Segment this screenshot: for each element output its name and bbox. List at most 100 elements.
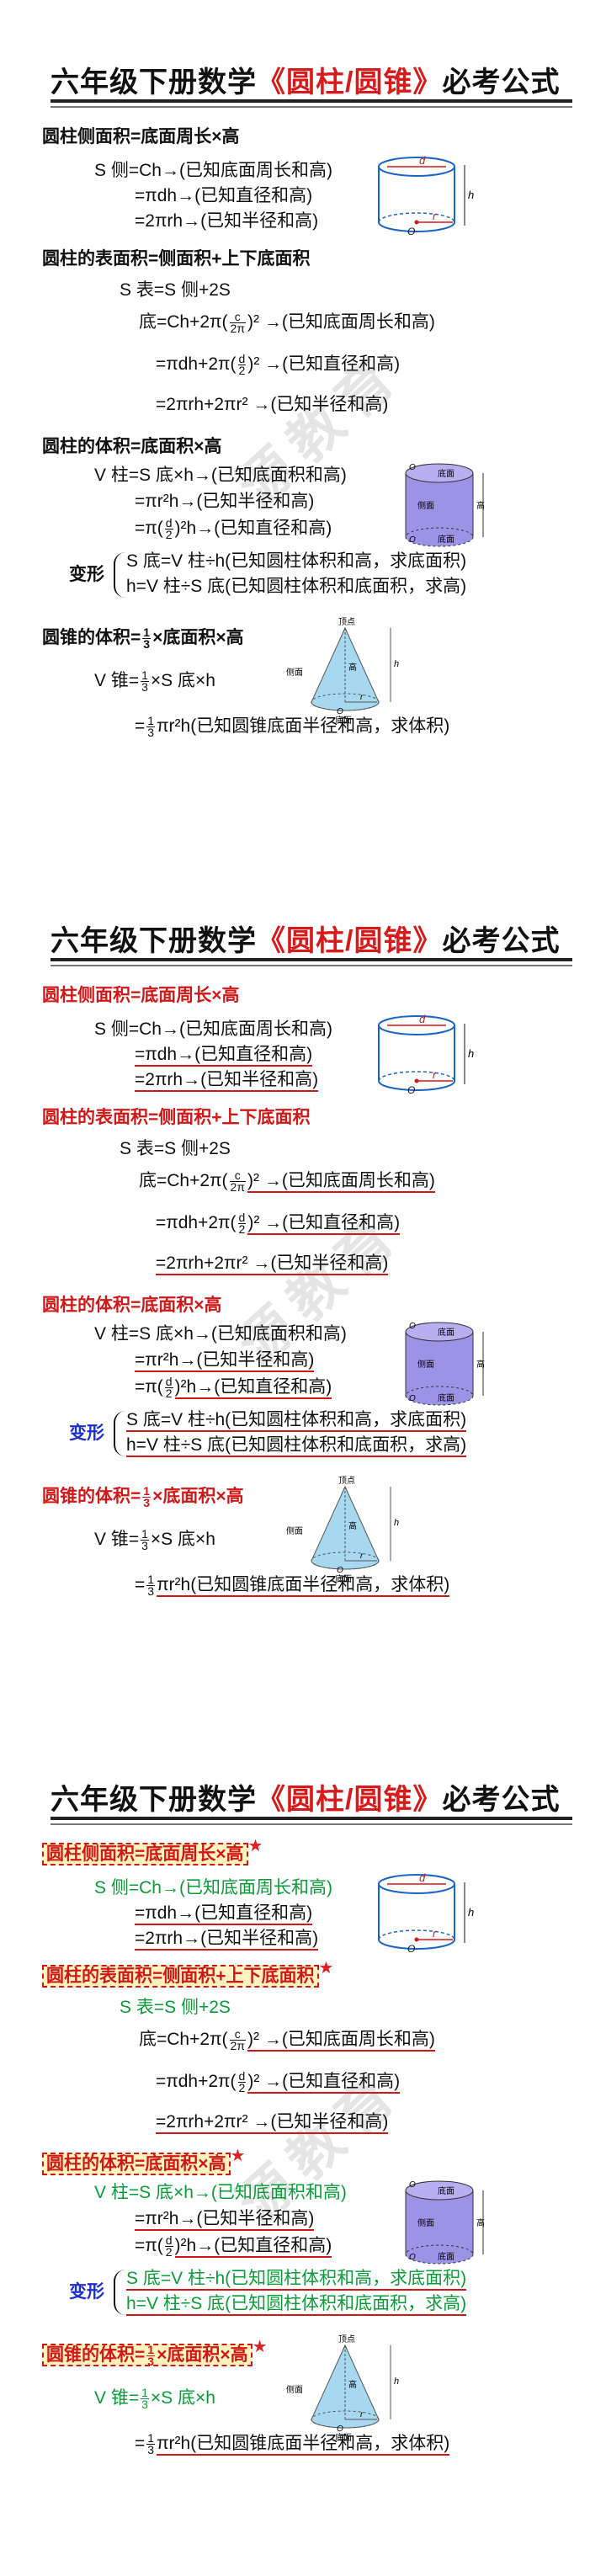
surface-formula-3: =2πrh+2πr² →(已知半径和高): [156, 2111, 389, 2134]
height-label: h: [468, 189, 474, 201]
side-formula-2: =πdh→(已知直径和高): [135, 186, 313, 205]
svg-text:底面: 底面: [438, 2251, 454, 2262]
volume-formula-1: V 柱=S 底×h→(已知底面积和高): [94, 1324, 347, 1344]
svg-text:底面: 底面: [335, 2432, 352, 2441]
svg-text:O: O: [337, 1566, 343, 1575]
svg-text:O: O: [337, 707, 343, 716]
cylinder-figure-1: d r O h: [378, 1013, 474, 1096]
svg-text:高: 高: [348, 2379, 357, 2390]
surface-formula-3: =2πrh+2πr² →(已知半径和高): [156, 395, 389, 414]
cone-figure: 顶点 高 侧面 O r 底面 h: [286, 2334, 399, 2441]
svg-text:h: h: [394, 1518, 399, 1528]
cylinder-figure-1: d r O h: [378, 1871, 474, 1955]
cylinder-figure-2: O 底面 侧面 O 底面 高: [405, 463, 485, 547]
transform-formula-1: S 底=V 柱÷h(已知圆柱体积和高，求底面积): [126, 551, 467, 571]
svg-text:高: 高: [348, 1520, 357, 1531]
surface-area-label: 圆柱的表面积=侧面积+上下底面积: [42, 1108, 311, 1127]
transform-formula-2: h=V 柱÷S 底(已知圆柱体积和底面积，求高): [126, 577, 467, 596]
radius-label: r: [433, 1927, 437, 1940]
base-label: 底面: [438, 1327, 454, 1338]
cylinder-figure-2: O 底面 侧面 O 底面 高: [405, 2180, 485, 2265]
volume-label: 圆柱的体积=底面积×高: [42, 1296, 222, 1315]
center-label: O: [407, 226, 415, 237]
side-formula-2: =πdh→(已知直径和高): [135, 1044, 313, 1067]
height-cn-label: 高: [476, 1359, 485, 1370]
surface-formula-0: S 表=S 侧+2S: [120, 1139, 231, 1158]
transform-label: 变形: [69, 1424, 104, 1443]
side-formula-3: =2πrh→(已知半径和高): [135, 211, 319, 231]
star-icon: ★: [318, 1959, 334, 1977]
transform-formula-1: S 底=V 柱÷h(已知圆柱体积和高，求底面积): [126, 2268, 467, 2291]
sheet-colored: 六年级下册数学《圆柱/圆锥》必考公式 源教育 圆柱侧面积=底面周长×高 S 侧=…: [0, 892, 606, 1717]
svg-text:底面: 底面: [438, 534, 454, 545]
volume-label: 圆柱的体积=底面积×高★: [42, 2147, 245, 2175]
side-area-label: 圆柱侧面积=底面周长×高: [42, 127, 240, 146]
title-underline: [50, 958, 572, 961]
svg-text:h: h: [394, 2376, 399, 2387]
volume-label: 圆柱的体积=底面积×高: [42, 437, 222, 456]
volume-formula-2: =πr²h→(已知半径和高): [135, 1349, 315, 1372]
transform-formula-1: S 底=V 柱÷h(已知圆柱体积和高，求底面积): [126, 1409, 467, 1432]
radius-label: r: [433, 1068, 437, 1081]
diameter-label: d: [419, 1013, 426, 1025]
cone-figure: 顶点 高 侧面 O r 底面 h: [286, 617, 399, 724]
svg-text:底面: 底面: [438, 1392, 454, 1403]
svg-text:侧面: 侧面: [286, 2384, 303, 2395]
svg-text:r: r: [360, 693, 364, 702]
page-title: 六年级下册数学《圆柱/圆锥》必考公式: [50, 67, 561, 98]
svg-text:r: r: [360, 2410, 364, 2419]
cylinder-figure-2: O 底面 侧面 O 底面 高: [405, 1322, 485, 1406]
cylinder-figure-1: d r O h: [378, 154, 474, 237]
sheet-plain: 六年级下册数学《圆柱/圆锥》必考公式 源教育 圆柱侧面积=底面周长×高 S 侧=…: [0, 34, 606, 859]
cone-figure: 顶点 高 侧面 O r 底面 h: [286, 1476, 399, 1583]
lateral-label: 侧面: [417, 500, 434, 511]
svg-text:r: r: [360, 1551, 364, 1561]
base-label: 底面: [438, 468, 454, 479]
surface-area-label: 圆柱的表面积=侧面积+上下底面积: [42, 249, 311, 269]
transform-formula-2: h=V 柱÷S 底(已知圆柱体积和底面积，求高): [126, 1434, 467, 1457]
lateral-label: 侧面: [417, 1359, 434, 1370]
svg-text:O: O: [409, 535, 416, 545]
title-underline-thin: [50, 1823, 572, 1825]
base-label: 底面: [438, 2185, 454, 2196]
volume-formula-2: =πr²h→(已知半径和高): [135, 492, 315, 511]
height-label: h: [468, 1047, 474, 1060]
side-area-label: 圆柱侧面积=底面周长×高★: [42, 1837, 263, 1865]
apex-label: 顶点: [338, 2334, 355, 2344]
brace: [114, 552, 125, 598]
volume-formula-1: V 柱=S 底×h→(已知底面积和高): [94, 2183, 347, 2202]
surface-formula-0: S 表=S 侧+2S: [120, 280, 231, 300]
diameter-label: d: [419, 154, 426, 167]
svg-text:底面: 底面: [335, 1573, 352, 1583]
brace: [114, 2270, 125, 2315]
side-formula-1: S 侧=Ch→(已知底面周长和高): [94, 1019, 332, 1039]
svg-text:O: O: [409, 2180, 416, 2190]
star-icon: ★: [252, 2338, 268, 2357]
volume-formula-1: V 柱=S 底×h→(已知底面积和高): [94, 466, 347, 485]
svg-text:侧面: 侧面: [286, 667, 303, 678]
side-formula-1: S 侧=Ch→(已知底面周长和高): [94, 161, 332, 180]
page-title: 六年级下册数学《圆柱/圆锥》必考公式: [50, 925, 561, 957]
svg-text:高: 高: [348, 662, 357, 673]
title-underline-thin: [50, 965, 572, 966]
title-underline: [50, 1817, 572, 1820]
star-icon: ★: [230, 2147, 246, 2165]
apex-label: 顶点: [338, 617, 355, 627]
height-label: h: [468, 1906, 474, 1919]
surface-formula-0: S 表=S 侧+2S: [120, 1998, 231, 2017]
side-formula-1: S 侧=Ch→(已知底面周长和高): [94, 1878, 332, 1897]
svg-text:O: O: [337, 2424, 343, 2434]
